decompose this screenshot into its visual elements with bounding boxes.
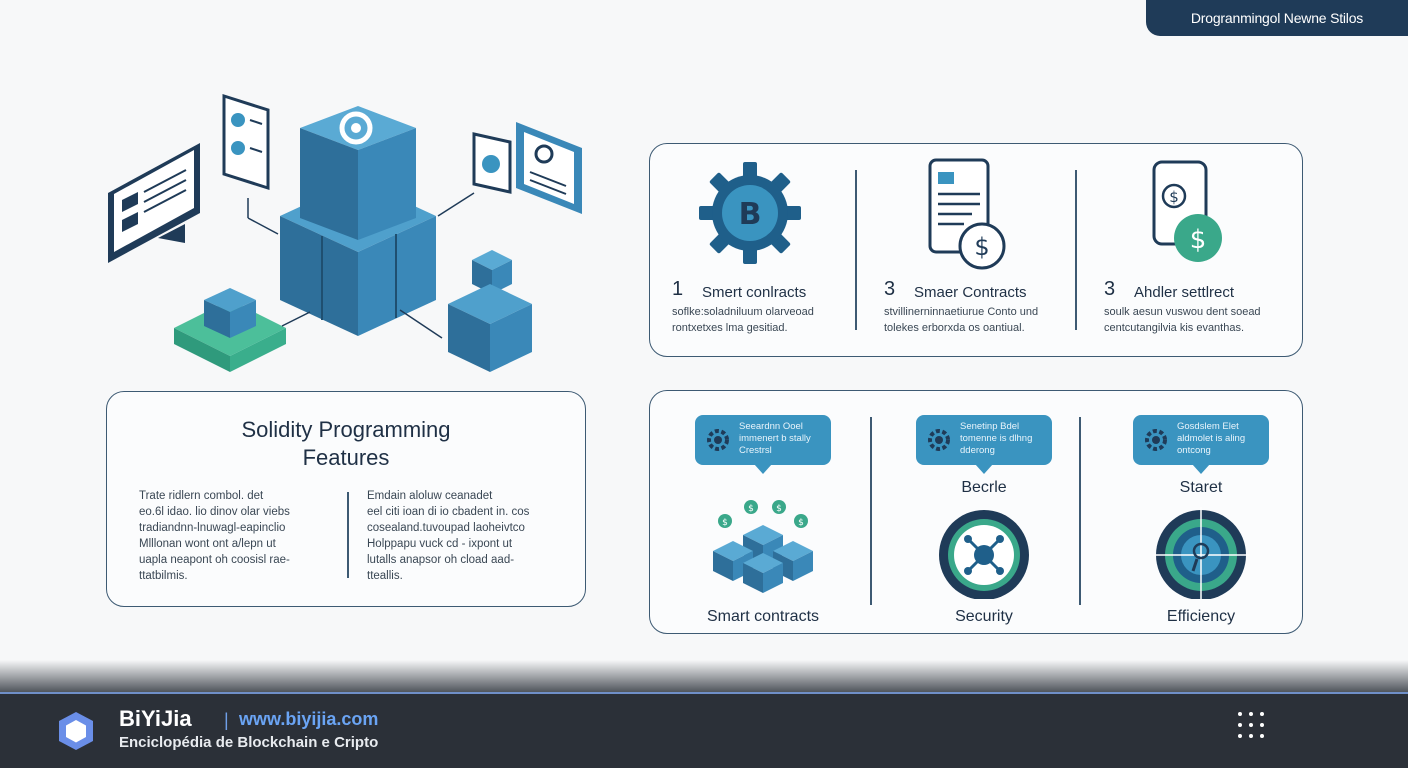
bubble-line: Gosdslem Elet (1177, 421, 1239, 432)
bubble-line: ontcong (1177, 445, 1211, 456)
benefit-column: Seeardnn Ooel immenert b stally Crestrsl… (658, 391, 868, 633)
desc-line: soulk aesun vuswou dent soead (1104, 306, 1261, 318)
card-title: Solidity Programming Features (107, 416, 585, 472)
benefit-column: Senetinp Bdel tomenne is dlhng dderong B… (879, 391, 1089, 633)
monitor-icon (108, 143, 200, 263)
security-shield-icon (939, 510, 1029, 599)
divider (870, 417, 872, 605)
bubble-line: Seeardnn Ooel (739, 421, 803, 432)
feature-title: Ahdler settlrect (1134, 284, 1235, 301)
bubble-line: aldmolet is aling (1177, 433, 1246, 444)
divider (1075, 170, 1077, 330)
paragraph-line: Mlllonan wont ont a/lepn ut (139, 538, 276, 550)
gear-icon (1145, 429, 1167, 451)
bubble-line: dderong (960, 445, 995, 456)
desc-line: soflke:soladniluum olarveoad (672, 306, 814, 318)
site-url-link[interactable]: www.biyijia.com (239, 709, 379, 729)
benefit-label: Efficiency (1166, 608, 1236, 625)
feature-number: 3 (1104, 278, 1116, 300)
phone-dollar-icon: $ $ (1152, 160, 1222, 262)
svg-text:$: $ (1190, 225, 1207, 255)
feature-number: 3 (884, 278, 896, 300)
feature-item: $ $ 3 Ahdler settlrect soulk aesun vuswo… (1082, 144, 1282, 356)
paragraph-left: Trate ridlern combol. det eo.6l idao. li… (139, 488, 329, 584)
bubble-line: Crestrsl (739, 445, 772, 456)
paragraph-line: cosealand.tuvoupad laoheivtco (367, 522, 525, 534)
title-line-1: Solidity Programming (241, 417, 451, 442)
contracts-card: B 1 Smert conlracts soflke:soladniluum o… (649, 143, 1303, 357)
paragraph-line: Trate ridlern combol. det (139, 490, 264, 502)
info-bubble: Seeardnn Ooel immenert b stally Crestrsl (695, 415, 831, 474)
feature-number: 1 (672, 278, 684, 300)
footer-bar: BiYiJia | www.biyijia.com Enciclopédia d… (0, 692, 1408, 768)
info-bubble: Gosdslem Elet aldmolet is aling ontcong (1133, 415, 1269, 474)
document-icon (222, 93, 270, 191)
paragraph-line: uapla neapont oh coosisl rae- (139, 554, 290, 566)
paragraph-line: Holppapu vuck cd - ixpont ut (367, 538, 513, 550)
paragraph-line: Emdain aloluw ceanadet (367, 490, 493, 502)
benefit-subtitle: Becrle (961, 479, 1007, 496)
desc-line: rontxetxes lma gesitiad. (672, 322, 788, 334)
hexagon-logo-icon (59, 712, 93, 750)
header-tag: Drogranmingol Newne Stilos (1146, 0, 1408, 36)
info-bubble: Senetinp Bdel tomenne is dlhng dderong (916, 415, 1052, 474)
paragraph-line: ttatbilmis. (139, 570, 188, 582)
feature-title: Smaer Contracts (914, 284, 1027, 301)
feature-title: Smert conlracts (702, 284, 807, 301)
feature-description: stvillinerninnaetiurue Conto und tolekes… (884, 304, 1059, 336)
document-dollar-icon: $ (928, 158, 1006, 270)
divider (1079, 417, 1081, 605)
svg-text:$: $ (748, 504, 754, 514)
gear-card-icon (472, 132, 512, 194)
features-card: Solidity Programming Features Trate ridl… (106, 391, 586, 607)
dots-grid-icon[interactable] (1236, 710, 1266, 740)
feature-item: B 1 Smert conlracts soflke:soladniluum o… (650, 144, 850, 356)
desc-line: centcutangilvia kis evanthas. (1104, 322, 1245, 334)
paragraph-line: eel citi ioan di io cbadent in. cos (367, 506, 530, 518)
paragraph-line: tteallis. (367, 570, 403, 582)
gear-icon (707, 429, 729, 451)
svg-text:$: $ (722, 518, 728, 528)
svg-text:$: $ (1169, 188, 1179, 206)
bubble-line: Senetinp Bdel (960, 421, 1020, 432)
svg-text:B: B (739, 197, 762, 232)
small-cube-stack (448, 250, 532, 372)
desc-line: tolekes erborxda os oantiual. (884, 322, 1025, 334)
svg-text:$: $ (974, 233, 989, 261)
footer-shadow (0, 660, 1408, 692)
brand-name: BiYiJia (119, 706, 192, 731)
svg-text:$: $ (776, 504, 782, 514)
green-platform (174, 288, 286, 372)
bubble-line: tomenne is dlhng (960, 433, 1033, 444)
brand-separator: | (224, 710, 229, 730)
benefit-label: Smart contracts (706, 608, 820, 625)
paragraph-line: tradiandnn-lnuwagl-eapinclio (139, 522, 286, 534)
paragraph-line: eo.6l idao. lio dinov olar viebs (139, 506, 290, 518)
benefit-subtitle: Staret (1179, 479, 1223, 496)
title-line-2: Features (302, 445, 390, 470)
bubble-line: immenert b stally (739, 433, 811, 444)
blockchain-illustration (108, 93, 582, 372)
benefit-label: Security (955, 608, 1013, 625)
target-efficiency-icon (1153, 507, 1249, 599)
gear-icon (928, 429, 950, 451)
feature-item: $ 3 Smaer Contracts stvillinerninnaetiur… (862, 144, 1062, 356)
brand-tagline: Enciclopédia de Blockchain e Cripto (119, 734, 379, 751)
benefit-column: Gosdslem Elet aldmolet is aling ontcong … (1096, 391, 1306, 633)
benefits-card: Seeardnn Ooel immenert b stally Crestrsl… (649, 390, 1303, 634)
divider (347, 492, 349, 578)
cube-stack (280, 106, 436, 336)
cubes-coins-icon: $ $ $ $ (713, 500, 813, 593)
paragraph-line: lutalls anapsor oh cload aad- (367, 554, 515, 566)
desc-line: stvillinerninnaetiurue Conto und (884, 306, 1039, 318)
svg-text:$: $ (798, 518, 804, 528)
feature-description: soflke:soladniluum olarveoad rontxetxes … (672, 304, 847, 336)
search-card-icon (516, 122, 582, 214)
bitcoin-gear-icon: B (699, 162, 801, 264)
feature-description: soulk aesun vuswou dent soead centcutang… (1104, 304, 1279, 336)
divider (855, 170, 857, 330)
paragraph-right: Emdain aloluw ceanadet eel citi ioan di … (367, 488, 557, 584)
